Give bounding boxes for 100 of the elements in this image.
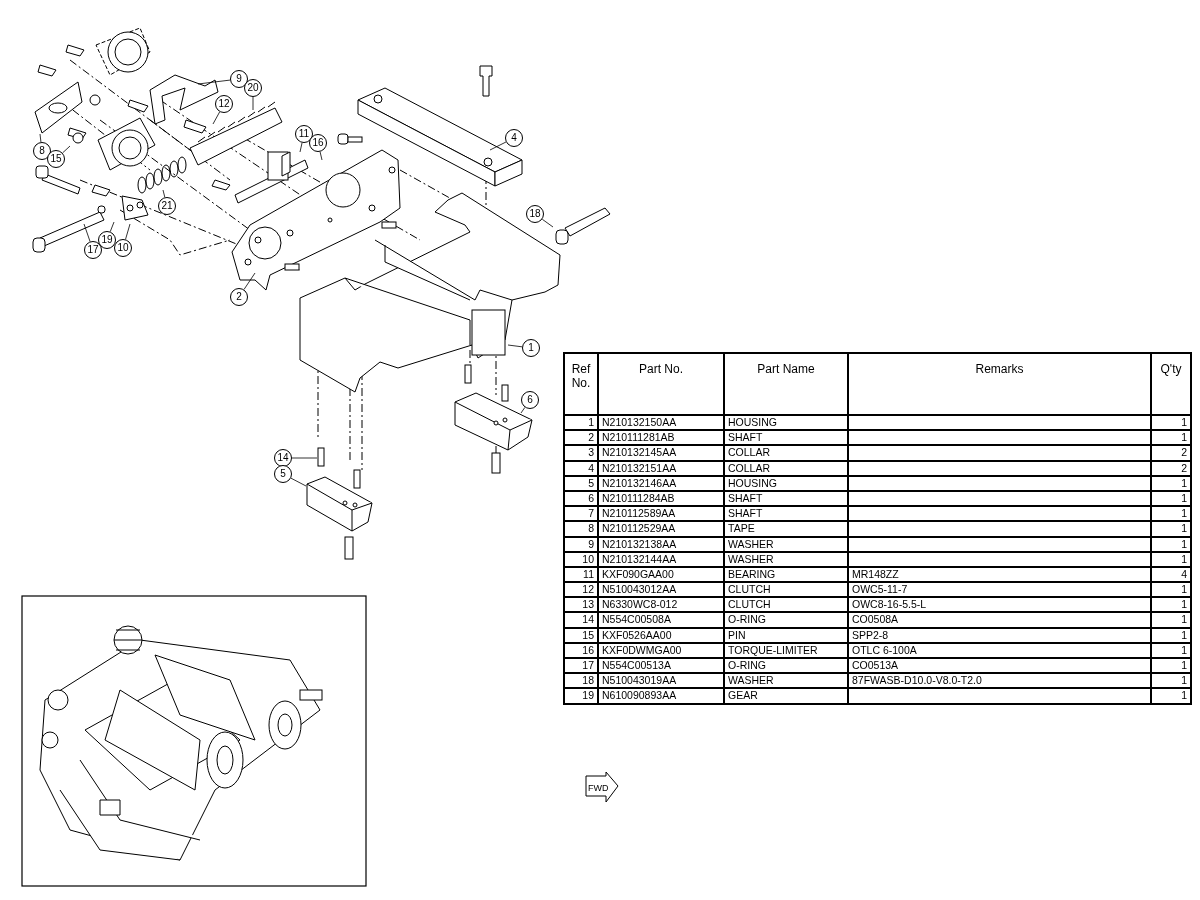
leader-line <box>290 477 307 487</box>
part-name: HOUSING <box>728 416 777 428</box>
part-number: N210132150AA <box>602 416 677 428</box>
leader-line <box>252 96 254 111</box>
callout-number: 1 <box>522 339 540 357</box>
leader-line <box>520 407 526 414</box>
part-number: N554C00508A <box>602 613 671 626</box>
part-number: N210132151AA <box>602 461 677 474</box>
part-name: WASHER <box>728 552 774 565</box>
ref-number: 10 <box>582 552 594 565</box>
part-number: N210132144AA <box>602 552 677 565</box>
callout-number: 4 <box>505 129 523 147</box>
part-number: KXF0526AA00 <box>602 628 672 641</box>
quantity: 1 <box>1181 613 1187 626</box>
callout-number: 20 <box>244 79 262 97</box>
remarks: OWC8-16-5.5-L <box>852 598 927 611</box>
callout-number: 12 <box>215 95 233 113</box>
remarks: 87FWASB-D10.0-V8.0-T2.0 <box>852 674 982 687</box>
remarks: CO0508A <box>852 613 899 626</box>
ref-number: 2 <box>588 431 594 444</box>
quantity: 1 <box>1181 598 1187 611</box>
quantity: 1 <box>1181 431 1187 444</box>
ref-number: 11 <box>583 567 594 580</box>
quantity: 1 <box>1181 583 1187 596</box>
callout-number: 19 <box>98 231 116 249</box>
ref-number: 3 <box>588 446 594 459</box>
part-number: N6330WC8-012 <box>602 598 678 611</box>
ref-number: 18 <box>582 674 594 687</box>
column-header: Q'ty <box>1160 362 1182 378</box>
part-number: N554C00513A <box>602 659 671 671</box>
ref-number: 6 <box>588 491 594 504</box>
part-name: SHAFT <box>728 507 763 520</box>
part-name: TAPE <box>728 522 755 535</box>
leader-line <box>489 141 507 151</box>
part-name: COLLAR <box>728 461 770 474</box>
part-number: KXF090GAA00 <box>602 567 674 580</box>
ref-number: 19 <box>582 689 594 702</box>
ref-number: 14 <box>582 613 594 626</box>
part-number: KXF0DWMGA00 <box>602 643 682 656</box>
part-name: COLLAR <box>728 446 770 459</box>
column-header: Part No. <box>639 362 683 378</box>
quantity: 4 <box>1181 567 1187 580</box>
part-number: N210112589AA <box>602 507 676 520</box>
quantity: 2 <box>1181 461 1187 474</box>
remarks: OTLC 6-100A <box>852 643 917 656</box>
leader-line <box>243 272 256 290</box>
callout-number: 9 <box>230 70 248 88</box>
ref-number: 12 <box>582 583 594 596</box>
quantity: 1 <box>1181 674 1187 687</box>
part-number: N610090893AA <box>602 689 677 702</box>
leader-line <box>125 223 131 240</box>
quantity: 1 <box>1181 659 1187 671</box>
callout-number: 6 <box>521 391 539 409</box>
ref-number: 15 <box>582 628 594 641</box>
column-header: Remarks <box>975 362 1024 378</box>
ref-number: 4 <box>588 461 594 474</box>
ref-number: 16 <box>582 643 594 656</box>
part-name: CLUTCH <box>728 598 771 611</box>
ref-number: 8 <box>588 522 594 535</box>
quantity: 1 <box>1181 537 1187 550</box>
part-number: N210111284AB <box>602 491 675 504</box>
part-number: N210132146AA <box>602 476 677 489</box>
callout-number: 16 <box>309 134 327 152</box>
callout-number: 21 <box>158 197 176 215</box>
quantity: 1 <box>1181 476 1187 489</box>
part-name: PIN <box>728 628 746 641</box>
column-header: Part Name <box>757 362 815 378</box>
quantity: 1 <box>1181 689 1187 702</box>
remarks: SPP2-8 <box>852 628 889 641</box>
quantity: 1 <box>1181 643 1187 656</box>
part-name: O-RING <box>728 659 766 671</box>
remarks: CO0513A <box>852 659 899 671</box>
leader-line <box>212 111 221 125</box>
callout-number: 14 <box>274 449 292 467</box>
part-name: SHAFT <box>728 431 763 444</box>
leader-line <box>319 151 323 161</box>
part-name: WASHER <box>728 674 774 687</box>
quantity: 1 <box>1181 416 1187 428</box>
part-number: N210132138AA <box>602 537 677 550</box>
leader-line <box>109 221 115 232</box>
part-name: CLUTCH <box>728 583 771 596</box>
leader-line <box>197 79 231 85</box>
quantity: 1 <box>1181 628 1187 641</box>
remarks: OWC5-11-7 <box>852 583 908 596</box>
leader-line <box>299 142 303 153</box>
leader-line <box>62 145 71 154</box>
ref-number: 5 <box>588 476 594 489</box>
leader-line <box>83 223 91 242</box>
callout-number: 17 <box>84 241 102 259</box>
quantity: 1 <box>1181 491 1187 504</box>
ref-number: 9 <box>588 537 594 550</box>
part-name: BEARING <box>728 567 776 580</box>
part-number: N210132145AA <box>602 446 677 459</box>
callout-number: 2 <box>230 288 248 306</box>
ref-number: 1 <box>588 416 594 428</box>
part-name: GEAR <box>728 689 758 702</box>
ref-number: 13 <box>582 598 594 611</box>
callout-number: 10 <box>114 239 132 257</box>
leader-line <box>39 133 42 143</box>
callout-number: 18 <box>526 205 544 223</box>
